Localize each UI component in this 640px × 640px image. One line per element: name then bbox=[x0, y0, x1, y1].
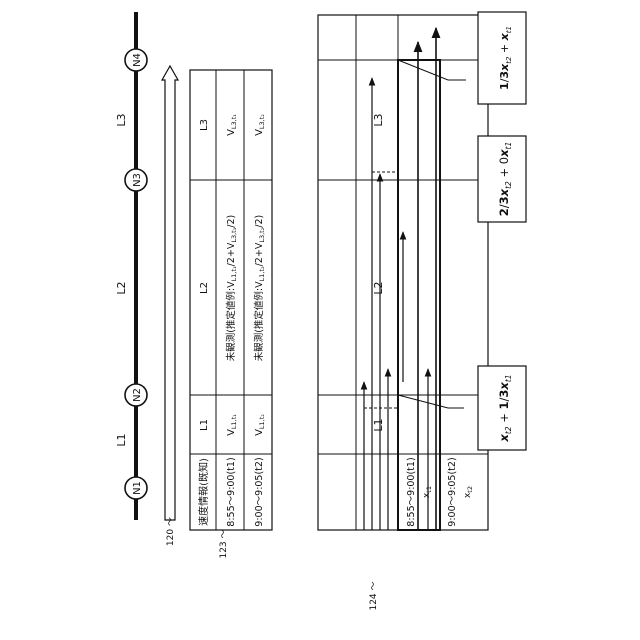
table-row-t2-l1: VL1,t₂ bbox=[254, 414, 266, 436]
route-node-label: N3 bbox=[132, 173, 143, 187]
speed-info-table: 123 ～ 速度情報(既知) L1 L2 L3 8:55～9:00(t1) VL… bbox=[190, 70, 272, 559]
route-node-label: N1 bbox=[132, 481, 143, 495]
ref-label-120: 120 ～ bbox=[166, 517, 176, 546]
direction-arrow: 120 ～ bbox=[162, 66, 178, 546]
table-row-t2-time: 9:00～9:05(t2) bbox=[254, 457, 265, 526]
ref-label-124: 124 ～ bbox=[369, 581, 379, 610]
grid-header-l3: L3 bbox=[372, 113, 385, 126]
route-node-n1: N1 bbox=[125, 477, 147, 499]
table-header-l3: L3 bbox=[199, 119, 210, 131]
table-row-t1-time: 8:55～9:00(t1) bbox=[226, 457, 237, 526]
table-row-t1-l1: VL1,t₁ bbox=[226, 414, 238, 436]
formula-n3: 2/3xt2 + 0xt1 bbox=[497, 142, 513, 216]
route-node-n2: N2 bbox=[125, 384, 147, 406]
table-header-l1: L1 bbox=[199, 419, 210, 431]
grid-row-t2-time: 9:00～9:05(t2) bbox=[447, 457, 458, 526]
route-node-label: N4 bbox=[132, 53, 143, 67]
ref-label-123: 123 ～ bbox=[219, 529, 229, 558]
route-link-label-l3: L3 bbox=[115, 113, 128, 126]
route-link-label-l2: L2 bbox=[115, 281, 128, 294]
callout-line-n2 bbox=[398, 395, 464, 408]
route-node-n3: N3 bbox=[125, 169, 147, 191]
table-header-speed: 速度情報(既知) bbox=[197, 458, 210, 526]
table-header-l2: L2 bbox=[199, 282, 210, 294]
route-link-label-l1: L1 bbox=[115, 433, 128, 446]
grid-header-l1: L1 bbox=[372, 418, 385, 431]
callout-line-n4 bbox=[398, 60, 466, 80]
grid-header-l2: L2 bbox=[372, 281, 385, 294]
grid-row-t1-time: 8:55～9:00(t1) bbox=[406, 457, 417, 526]
table-row-t1-l3: VL3,t₁ bbox=[226, 114, 238, 136]
route-node-n4: N4 bbox=[125, 49, 147, 71]
formula-box-n3: 2/3xt2 + 0xt1 bbox=[478, 136, 526, 222]
dashed-transition bbox=[372, 160, 398, 172]
formula-box-n4: 1/3xt2 + xt1 bbox=[478, 12, 526, 104]
table-row-t2-l2: 未観測(推定値例:VL1,t₂/2+VL3,t₂/2) bbox=[253, 215, 266, 362]
trajectory-grid: 124 ～ L1 L2 L3 8:55～9:00(t1) xt1 9:00～9:… bbox=[318, 15, 488, 611]
table-row-t1-l2: 未観測(推定値例:VL1,t₁/2+VL3,t₁/2) bbox=[225, 215, 238, 362]
formula-box-n2: xt2 + 1/3xt1 bbox=[478, 366, 526, 450]
table-row-t2-l3: VL3,t₂ bbox=[254, 114, 266, 136]
route-node-label: N2 bbox=[132, 388, 143, 402]
grid-row-t2-var: xt2 bbox=[463, 486, 474, 498]
route: N1 N2 N3 N4 L1 L2 L3 bbox=[115, 12, 147, 520]
